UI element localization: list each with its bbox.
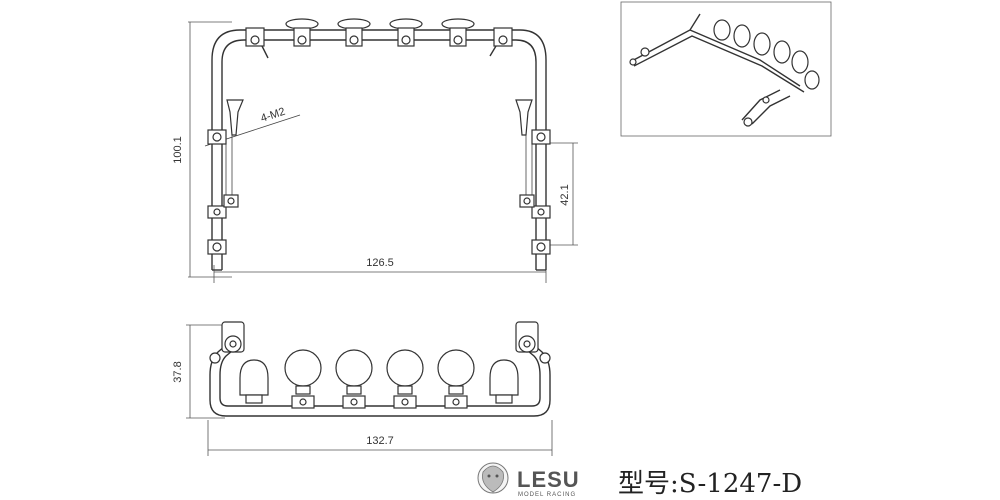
dim-depth-line — [186, 324, 225, 419]
light-bar-frame — [211, 29, 547, 271]
dim-width-label: 126.5 — [366, 257, 394, 269]
front-view: 100.1 126.5 42.1 4-M2 — [172, 18, 578, 283]
lamp-icon-4 — [389, 18, 423, 47]
round-lamp-icon-1 — [284, 349, 322, 409]
footer: LESU MODEL RACING 型号:S-1247-D — [477, 462, 802, 499]
brand-logo-text: LESU — [517, 467, 580, 492]
round-lamp-icon-3 — [386, 349, 424, 409]
round-lamp-icon-4 — [437, 349, 475, 409]
dim-total-width-label: 132.7 — [366, 435, 394, 447]
top-view-frame — [209, 339, 551, 417]
dim-bracket-line — [548, 142, 578, 246]
dim-height-line — [188, 21, 232, 278]
dim-depth-label: 37.8 — [172, 361, 184, 382]
right-horn-icon — [515, 99, 533, 136]
brand-subtitle: MODEL RACING — [518, 492, 576, 498]
lamp-icon-1 — [245, 27, 269, 59]
round-lamp-icon-2 — [335, 349, 373, 409]
left-mount-icon — [209, 321, 245, 364]
lamp-icon-2 — [285, 18, 319, 47]
callout-screws-label: 4-M2 — [259, 106, 287, 125]
lamp-icon-3 — [337, 18, 371, 47]
top-lamp-row — [245, 18, 513, 59]
iso-frame-border — [620, 1, 832, 137]
iso-rack-icon — [629, 13, 820, 127]
right-horn-top-icon — [489, 359, 519, 404]
lamp-icon-5 — [441, 18, 475, 47]
dim-total-width-line — [207, 420, 553, 456]
right-mount-icon — [515, 321, 551, 364]
isometric-view — [620, 1, 832, 137]
left-horn-top-icon — [239, 359, 269, 404]
top-view: 37.8 132.7 — [172, 321, 553, 456]
left-horn-icon — [226, 99, 244, 136]
dim-height-label: 100.1 — [172, 136, 184, 164]
lion-logo-icon — [477, 462, 509, 494]
model-number: 型号:S-1247-D — [618, 469, 802, 499]
right-clamps — [519, 129, 551, 255]
lamp-icon-6 — [489, 27, 513, 57]
dim-bracket-label: 42.1 — [559, 184, 571, 205]
left-clamps — [207, 129, 239, 255]
